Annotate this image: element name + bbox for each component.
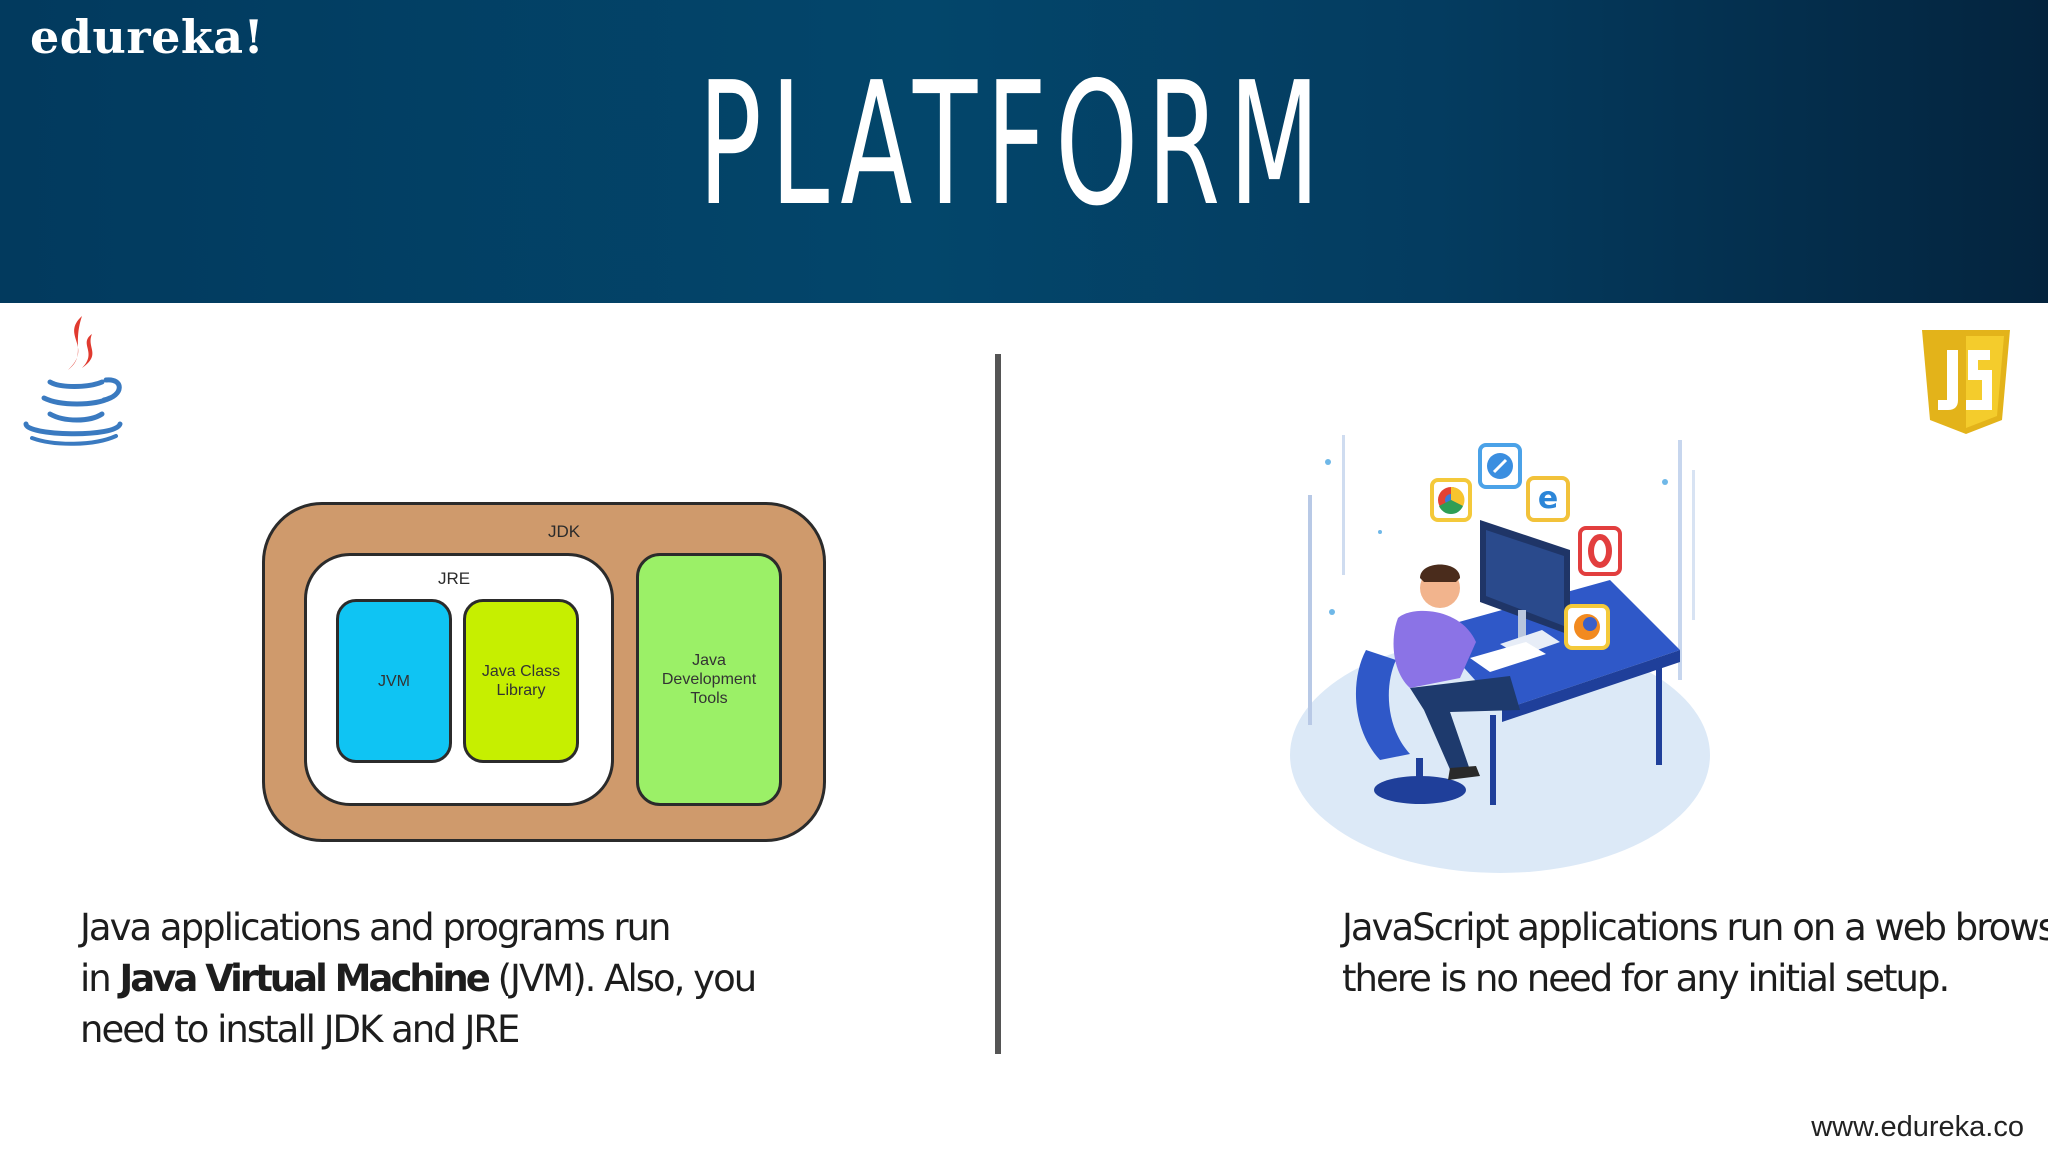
jvm-label: JVM bbox=[378, 672, 410, 690]
java-class-library-label: Java Class Library bbox=[481, 663, 561, 699]
brand-logo-text: edureka! bbox=[30, 10, 265, 64]
footer-url[interactable]: www.edureka.co bbox=[1811, 1111, 2024, 1143]
slide-title: PLATFORM bbox=[698, 46, 1329, 244]
java-desc-line-3: need to install JDK and JRE bbox=[80, 1008, 520, 1051]
java-desc-line-2-suffix: (JVM). Also, you bbox=[487, 957, 758, 1000]
java-platform-description: Java applications and programs run in Ja… bbox=[80, 902, 758, 1055]
jvm-box: JVM bbox=[336, 599, 452, 763]
java-desc-line-2-prefix: in bbox=[80, 957, 120, 1000]
java-desc-line-1: Java applications and programs run bbox=[80, 906, 672, 949]
javascript-shield-icon bbox=[1922, 330, 2010, 434]
java-coffee-cup-icon bbox=[23, 316, 123, 446]
js-desc-line-1: JavaScript applications run on a web bro… bbox=[1342, 906, 2048, 949]
header-banner bbox=[0, 0, 2048, 303]
jre-label: JRE bbox=[437, 569, 471, 588]
js-desc-line-2: there is no need for any initial setup. bbox=[1342, 957, 1950, 1000]
java-desc-line-2: in Java Virtual Machine (JVM). Also, you bbox=[80, 953, 758, 1004]
developer-at-desk-with-browsers-illustration: e bbox=[1290, 435, 1710, 873]
java-development-tools-box: Java Development Tools bbox=[636, 553, 782, 806]
java-class-library-box: Java Class Library bbox=[463, 599, 579, 763]
jvm-emphasis: Java Virtual Machine bbox=[119, 957, 491, 1000]
js-platform-description: JavaScript applications run on a web bro… bbox=[1342, 902, 2048, 1004]
svg-text:e: e bbox=[1538, 481, 1558, 516]
jdk-label: JDK bbox=[547, 522, 581, 541]
column-divider bbox=[995, 354, 1001, 1054]
java-development-tools-label: Java Development Tools bbox=[661, 652, 757, 707]
